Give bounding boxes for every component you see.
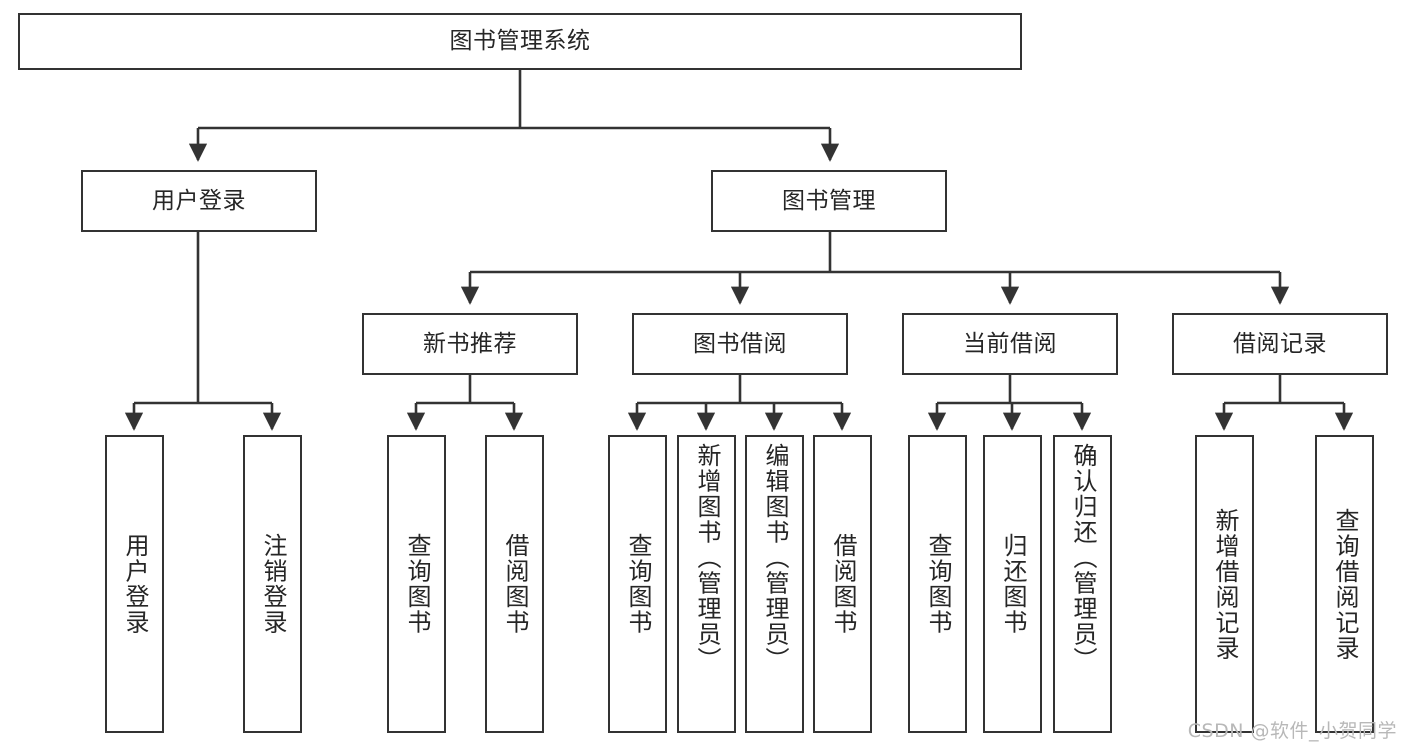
node-borrow-record-label: 借阅记录	[1233, 330, 1327, 357]
node-leaf-query-book-rec[interactable]: 查询图书	[387, 435, 446, 733]
node-current-borrow[interactable]: 当前借阅	[902, 313, 1118, 375]
node-leaf-confirm-return-label: 确认归还（管理员）	[1068, 443, 1097, 673]
node-leaf-edit-book-label: 编辑图书（管理员）	[760, 443, 789, 673]
node-root-label: 图书管理系统	[449, 28, 591, 55]
node-leaf-return-book[interactable]: 归还图书	[983, 435, 1042, 733]
node-leaf-user-logout[interactable]: 注销登录	[243, 435, 302, 733]
node-leaf-add-book[interactable]: 新增图书（管理员）	[677, 435, 736, 733]
node-book-manage[interactable]: 图书管理	[711, 170, 947, 232]
node-leaf-add-record[interactable]: 新增借阅记录	[1195, 435, 1254, 733]
watermark: CSDN @软件_小贺同学	[1187, 720, 1397, 742]
node-root[interactable]: 图书管理系统	[18, 13, 1022, 70]
node-leaf-user-login-label: 用户登录	[120, 533, 149, 635]
node-leaf-user-login[interactable]: 用户登录	[105, 435, 164, 733]
node-leaf-query-book-borrow[interactable]: 查询图书	[608, 435, 667, 733]
node-leaf-borrow-book-label: 借阅图书	[828, 533, 857, 635]
node-leaf-query-book-current[interactable]: 查询图书	[908, 435, 967, 733]
node-leaf-add-book-label: 新增图书（管理员）	[692, 443, 721, 673]
node-leaf-confirm-return[interactable]: 确认归还（管理员）	[1053, 435, 1112, 733]
node-leaf-query-book-borrow-label: 查询图书	[623, 533, 652, 635]
node-leaf-borrow-book[interactable]: 借阅图书	[813, 435, 872, 733]
node-borrow-record[interactable]: 借阅记录	[1172, 313, 1388, 375]
node-book-borrow[interactable]: 图书借阅	[632, 313, 848, 375]
node-leaf-user-logout-label: 注销登录	[258, 533, 287, 635]
node-leaf-query-record-label: 查询借阅记录	[1330, 507, 1359, 661]
node-new-book-recommend[interactable]: 新书推荐	[362, 313, 578, 375]
node-current-borrow-label: 当前借阅	[963, 330, 1057, 357]
node-leaf-borrow-book-rec[interactable]: 借阅图书	[485, 435, 544, 733]
node-user-login[interactable]: 用户登录	[81, 170, 317, 232]
node-leaf-add-record-label: 新增借阅记录	[1210, 507, 1239, 661]
node-new-book-recommend-label: 新书推荐	[423, 330, 517, 357]
node-leaf-edit-book[interactable]: 编辑图书（管理员）	[745, 435, 804, 733]
node-user-login-label: 用户登录	[152, 187, 246, 214]
node-book-manage-label: 图书管理	[782, 187, 876, 214]
node-leaf-borrow-book-rec-label: 借阅图书	[500, 533, 529, 635]
node-leaf-query-book-rec-label: 查询图书	[402, 533, 431, 635]
node-leaf-query-record[interactable]: 查询借阅记录	[1315, 435, 1374, 733]
node-leaf-return-book-label: 归还图书	[998, 533, 1027, 635]
node-book-borrow-label: 图书借阅	[693, 330, 787, 357]
node-leaf-query-book-current-label: 查询图书	[923, 533, 952, 635]
